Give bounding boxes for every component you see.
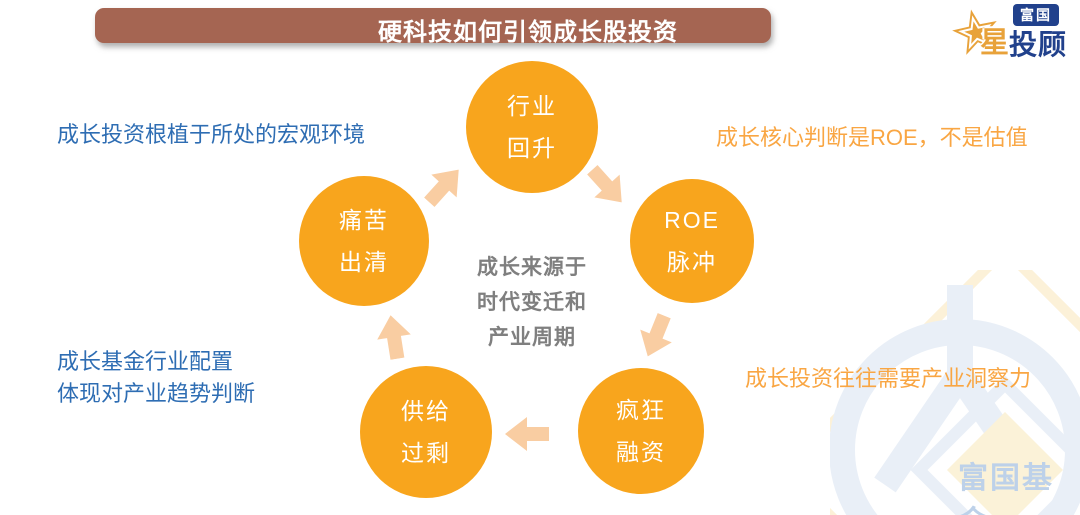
node-painful-clearing: 痛苦 出清 [299,176,429,306]
brand-logo: 星 富国 投顾 [950,3,1080,60]
node-crazy-financing: 疯狂 融资 [578,368,704,494]
brand-badge: 富国 [1013,4,1059,26]
center-statement-line: 时代变迁和 [477,291,587,314]
arrow-roe-pulse-to-crazy-financing-icon [630,308,682,363]
arrow-oversupply-to-painful-clearing-icon [372,312,416,361]
node-label-line: 出清 [339,249,389,275]
node-label-line: 过剩 [401,440,451,466]
node-label-line: 痛苦 [339,207,389,233]
node-label-line: 回升 [507,135,557,161]
arrow-crazy-financing-to-oversupply-icon [505,415,549,453]
node-label-line: 脉冲 [667,249,717,275]
annotation-fund-allocation-line1: 成长基金行业配置 [57,349,234,374]
fullgoal-watermark-icon [830,270,1080,515]
node-industry-recovery: 行业 回升 [466,61,598,193]
center-statement-line: 成长来源于 [477,256,587,279]
center-statement-line: 产业周期 [488,326,576,349]
annotation-fund-allocation-line2: 体现对产业趋势判断 [57,381,256,406]
node-label-line: 供给 [401,398,451,424]
arrow-industry-recovery-to-roe-pulse-icon [578,157,636,215]
node-oversupply: 供给 过剩 [360,366,492,498]
annotation-roe-judgment: 成长核心判断是ROE，不是估值 [716,125,1028,150]
arrow-painful-clearing-to-industry-recovery-icon [415,157,473,215]
annotation-industry-insight: 成长投资往往需要产业洞察力 [745,366,1032,391]
node-label-line: 疯狂 [616,397,666,423]
node-label-line: 融资 [616,439,666,465]
star-icon [952,9,997,55]
node-label-line: ROE [664,207,720,233]
title-banner: 硬科技如何引领成长股投资 [95,8,771,46]
brand-star-character: 星 [980,27,1010,59]
brand-name-label: 投顾 [1009,29,1068,60]
node-label-line: 行业 [507,93,557,119]
page-title: 硬科技如何引领成长股投资 [378,19,678,46]
annotation-fund-allocation: 成长基金行业配置 体现对产业趋势判断 [57,346,255,410]
watermark-brand-label: 富国基金 [958,462,1054,515]
annotation-macro-environment: 成长投资根植于所处的宏观环境 [57,122,366,147]
node-roe-pulse: ROE 脉冲 [630,179,754,303]
cycle-center-statement: 成长来源于 时代变迁和 产业周期 [432,250,632,355]
